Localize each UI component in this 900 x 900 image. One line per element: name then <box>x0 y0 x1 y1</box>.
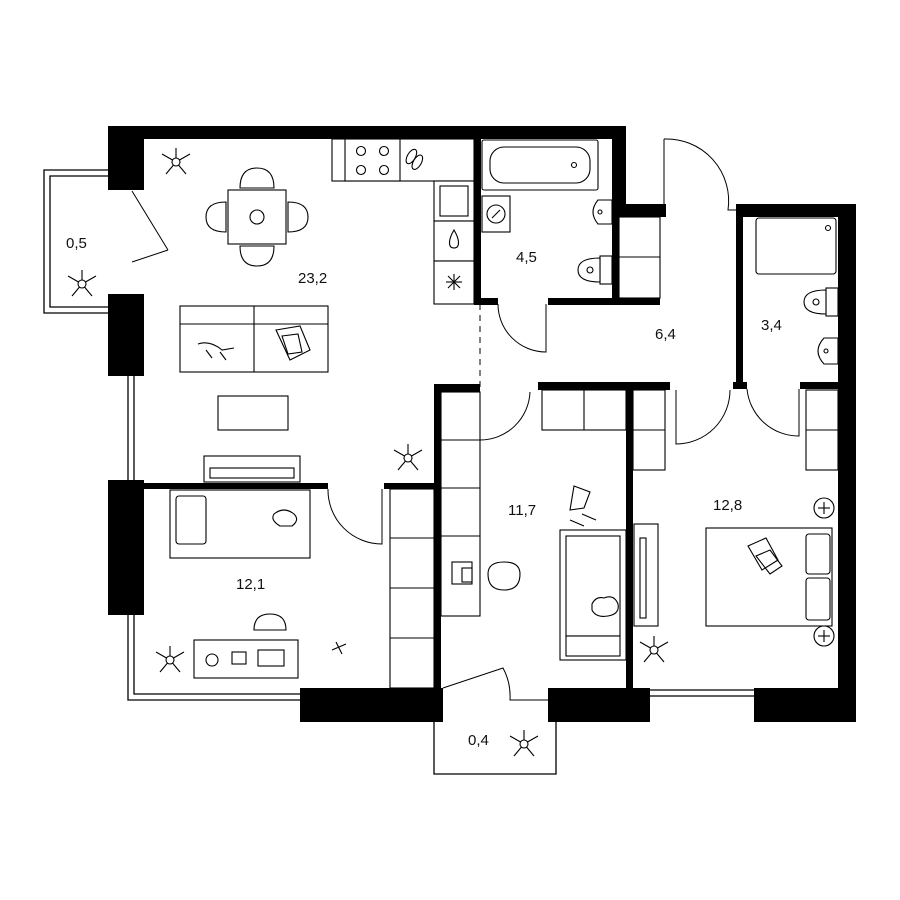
area-balcony-bottom: 0,4 <box>468 732 489 749</box>
area-study-room: 11,7 <box>508 502 536 519</box>
slippers-icon <box>405 148 424 170</box>
desk-chair <box>253 613 287 631</box>
area-hallway: 6,4 <box>655 326 676 343</box>
area-balcony-left: 0,5 <box>66 235 87 252</box>
shower-tray <box>755 217 837 275</box>
plant-icon <box>509 730 539 757</box>
area-bathroom-small: 3,4 <box>761 317 782 334</box>
bedroom-furniture <box>169 389 839 689</box>
plant-icon <box>161 148 191 175</box>
plant-icon <box>393 444 423 471</box>
cooktop <box>344 138 401 182</box>
doors <box>131 138 800 701</box>
coffee-table <box>217 395 289 431</box>
plant-icon <box>155 646 185 673</box>
area-bathroom-main: 4,5 <box>516 249 537 266</box>
area-bedroom-master: 12,8 <box>713 497 742 514</box>
plant-icon <box>67 270 97 297</box>
plant-icon <box>639 636 669 663</box>
bathroom-fixtures <box>481 139 839 365</box>
walls <box>108 126 856 722</box>
kitchen-furniture <box>179 138 475 483</box>
area-labels: 23,2 0,5 4,5 6,4 3,4 12,1 11,7 12,8 0,4 <box>66 235 782 749</box>
area-bedroom-left: 12,1 <box>236 576 265 593</box>
plants <box>67 148 669 757</box>
area-living-kitchen: 23,2 <box>298 270 327 287</box>
